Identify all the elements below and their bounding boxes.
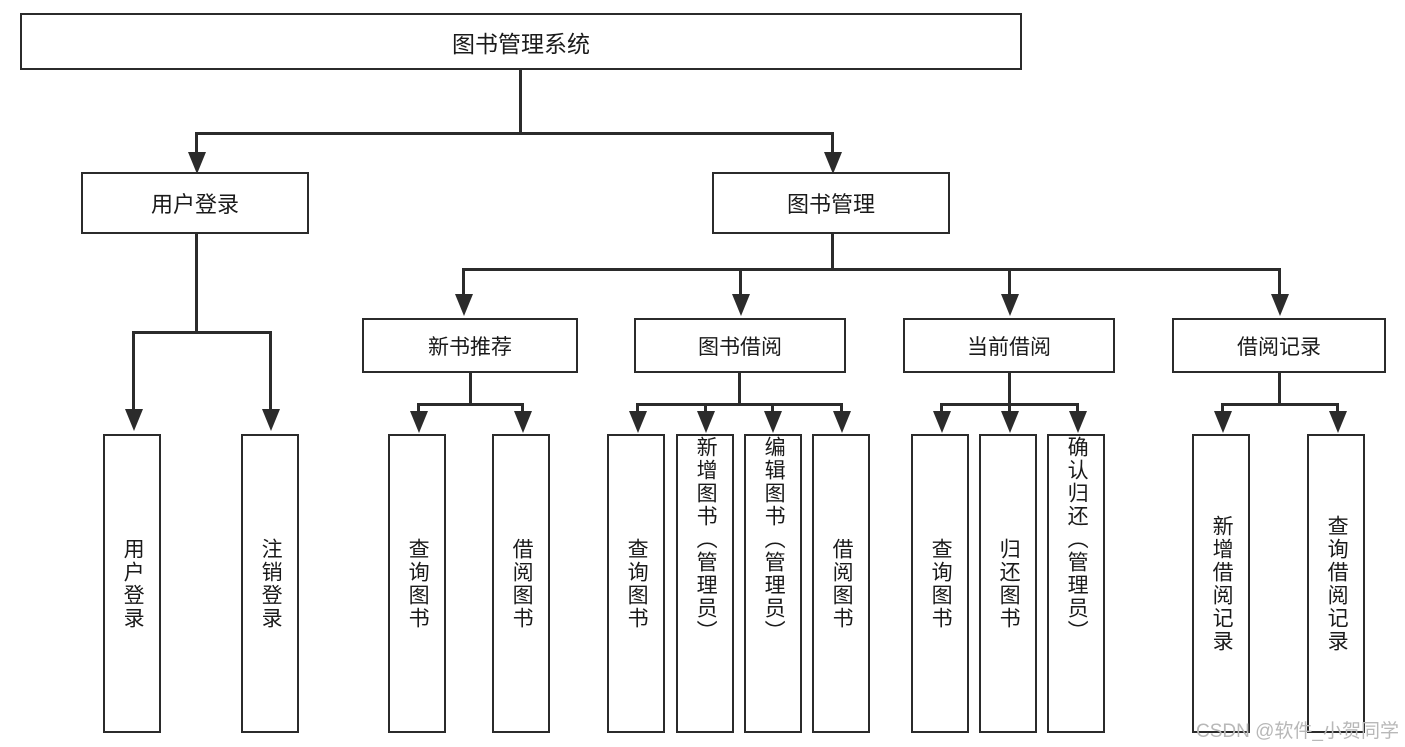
leaf-label: 查询图书 (929, 537, 953, 630)
connector-user-login-to-leaf-1 (269, 331, 272, 413)
leaf-label: 编辑图书（管理员） (762, 436, 786, 643)
arrow-new-book-to-leaf-0 (410, 411, 428, 433)
arrow-current-borrow-to-leaf-0 (933, 411, 951, 433)
node-borrow-record[interactable]: 借阅记录 (1172, 318, 1386, 373)
leaf-new-book-recommend-1[interactable]: 借阅图书 (492, 434, 550, 733)
connector-book-borrow-to-leaf-2 (771, 403, 774, 415)
arrow-book-mgmt-to-child-2 (1001, 294, 1019, 316)
leaf-book-borrow-2[interactable]: 编辑图书（管理员） (744, 434, 802, 733)
node-book-borrow[interactable]: 图书借阅 (634, 318, 846, 373)
arrow-book-borrow-to-leaf-0 (629, 411, 647, 433)
connector-current-borrow-to-leaf-2 (1076, 403, 1079, 415)
leaf-label: 用户登录 (121, 537, 145, 630)
node-user-login[interactable]: 用户登录 (81, 172, 309, 234)
connector-root-to-user-login (195, 132, 198, 156)
connector-borrow-record-bus (1222, 403, 1338, 406)
leaf-label: 查询图书 (406, 537, 430, 630)
leaf-label: 查询借阅记录 (1325, 514, 1349, 653)
leaf-book-borrow-0[interactable]: 查询图书 (607, 434, 665, 733)
node-label: 用户登录 (150, 192, 239, 217)
arrow-book-mgmt-to-child-0 (455, 294, 473, 316)
connector-book-mgmt-to-child-1 (739, 268, 742, 298)
connector-new-book-stem (469, 373, 472, 405)
arrow-book-borrow-to-leaf-1 (697, 411, 715, 433)
node-label: 新书推荐 (428, 335, 512, 359)
leaf-label: 借阅图书 (830, 537, 854, 630)
leaf-user-login-1[interactable]: 注销登录 (241, 434, 299, 733)
connector-book-mgmt-bus (463, 268, 1280, 271)
arrow-book-mgmt-to-child-3 (1271, 294, 1289, 316)
leaf-label: 新增借阅记录 (1210, 514, 1234, 653)
node-label: 图书管理系统 (452, 30, 590, 57)
node-book-management[interactable]: 图书管理 (712, 172, 950, 234)
leaf-label: 借阅图书 (510, 537, 534, 630)
connector-book-borrow-stem (738, 373, 741, 405)
node-label: 图书借阅 (698, 335, 782, 359)
connector-root-bus (196, 132, 834, 135)
arrow-book-mgmt-to-child-1 (732, 294, 750, 316)
leaf-book-borrow-3[interactable]: 借阅图书 (812, 434, 870, 733)
leaf-borrow-record-1[interactable]: 查询借阅记录 (1307, 434, 1365, 733)
connector-current-borrow-stem (1008, 373, 1011, 405)
leaf-book-borrow-1[interactable]: 新增图书（管理员） (676, 434, 734, 733)
connector-user-login-bus (133, 331, 271, 334)
leaf-label: 归还图书 (997, 537, 1021, 630)
node-label: 当前借阅 (967, 335, 1051, 359)
connector-borrow-record-to-leaf-1 (1336, 403, 1339, 415)
arrow-root-to-user-login (188, 152, 206, 174)
connector-book-mgmt-stem (831, 234, 834, 270)
leaf-current-borrow-2[interactable]: 确认归还（管理员） (1047, 434, 1105, 733)
leaf-label: 注销登录 (259, 537, 283, 630)
leaf-borrow-record-0[interactable]: 新增借阅记录 (1192, 434, 1250, 733)
node-new-book-recommend[interactable]: 新书推荐 (362, 318, 578, 373)
connector-borrow-record-stem (1278, 373, 1281, 405)
arrow-current-borrow-to-leaf-2 (1069, 411, 1087, 433)
arrow-borrow-record-to-leaf-0 (1214, 411, 1232, 433)
arrow-root-to-book-mgmt (824, 152, 842, 174)
connector-user-login-to-leaf-0 (132, 331, 135, 413)
connector-new-book-to-leaf-1 (521, 403, 524, 415)
connector-root-to-book-mgmt (831, 132, 834, 156)
node-current-borrow[interactable]: 当前借阅 (903, 318, 1115, 373)
connector-new-book-to-leaf-0 (417, 403, 420, 415)
node-label: 图书管理 (786, 192, 875, 217)
leaf-label: 确认归还（管理员） (1065, 436, 1089, 643)
connector-new-book-bus (418, 403, 523, 406)
arrow-user-login-to-leaf-0 (125, 409, 143, 431)
connector-root-stem (519, 70, 522, 134)
node-root-book-management-system[interactable]: 图书管理系统 (20, 13, 1022, 70)
arrow-book-borrow-to-leaf-2 (764, 411, 782, 433)
arrow-borrow-record-to-leaf-1 (1329, 411, 1347, 433)
connector-current-borrow-to-leaf-1 (1008, 403, 1011, 415)
connector-book-mgmt-to-child-3 (1278, 268, 1281, 298)
connector-book-mgmt-to-child-0 (462, 268, 465, 298)
connector-book-borrow-to-leaf-3 (840, 403, 843, 415)
connector-user-login-stem (195, 234, 198, 333)
connector-book-borrow-bus (637, 403, 842, 406)
leaf-new-book-recommend-0[interactable]: 查询图书 (388, 434, 446, 733)
connector-book-borrow-to-leaf-1 (704, 403, 707, 415)
leaf-label: 新增图书（管理员） (694, 436, 718, 643)
node-label: 借阅记录 (1237, 335, 1321, 359)
connector-book-borrow-to-leaf-0 (636, 403, 639, 415)
leaf-current-borrow-0[interactable]: 查询图书 (911, 434, 969, 733)
connector-borrow-record-to-leaf-0 (1221, 403, 1224, 415)
leaf-user-login-0[interactable]: 用户登录 (103, 434, 161, 733)
arrow-current-borrow-to-leaf-1 (1001, 411, 1019, 433)
arrow-user-login-to-leaf-1 (262, 409, 280, 431)
leaf-current-borrow-1[interactable]: 归还图书 (979, 434, 1037, 733)
arrow-new-book-to-leaf-1 (514, 411, 532, 433)
connector-current-borrow-to-leaf-0 (940, 403, 943, 415)
arrow-book-borrow-to-leaf-3 (833, 411, 851, 433)
connector-book-mgmt-to-child-2 (1008, 268, 1011, 298)
leaf-label: 查询图书 (625, 537, 649, 630)
